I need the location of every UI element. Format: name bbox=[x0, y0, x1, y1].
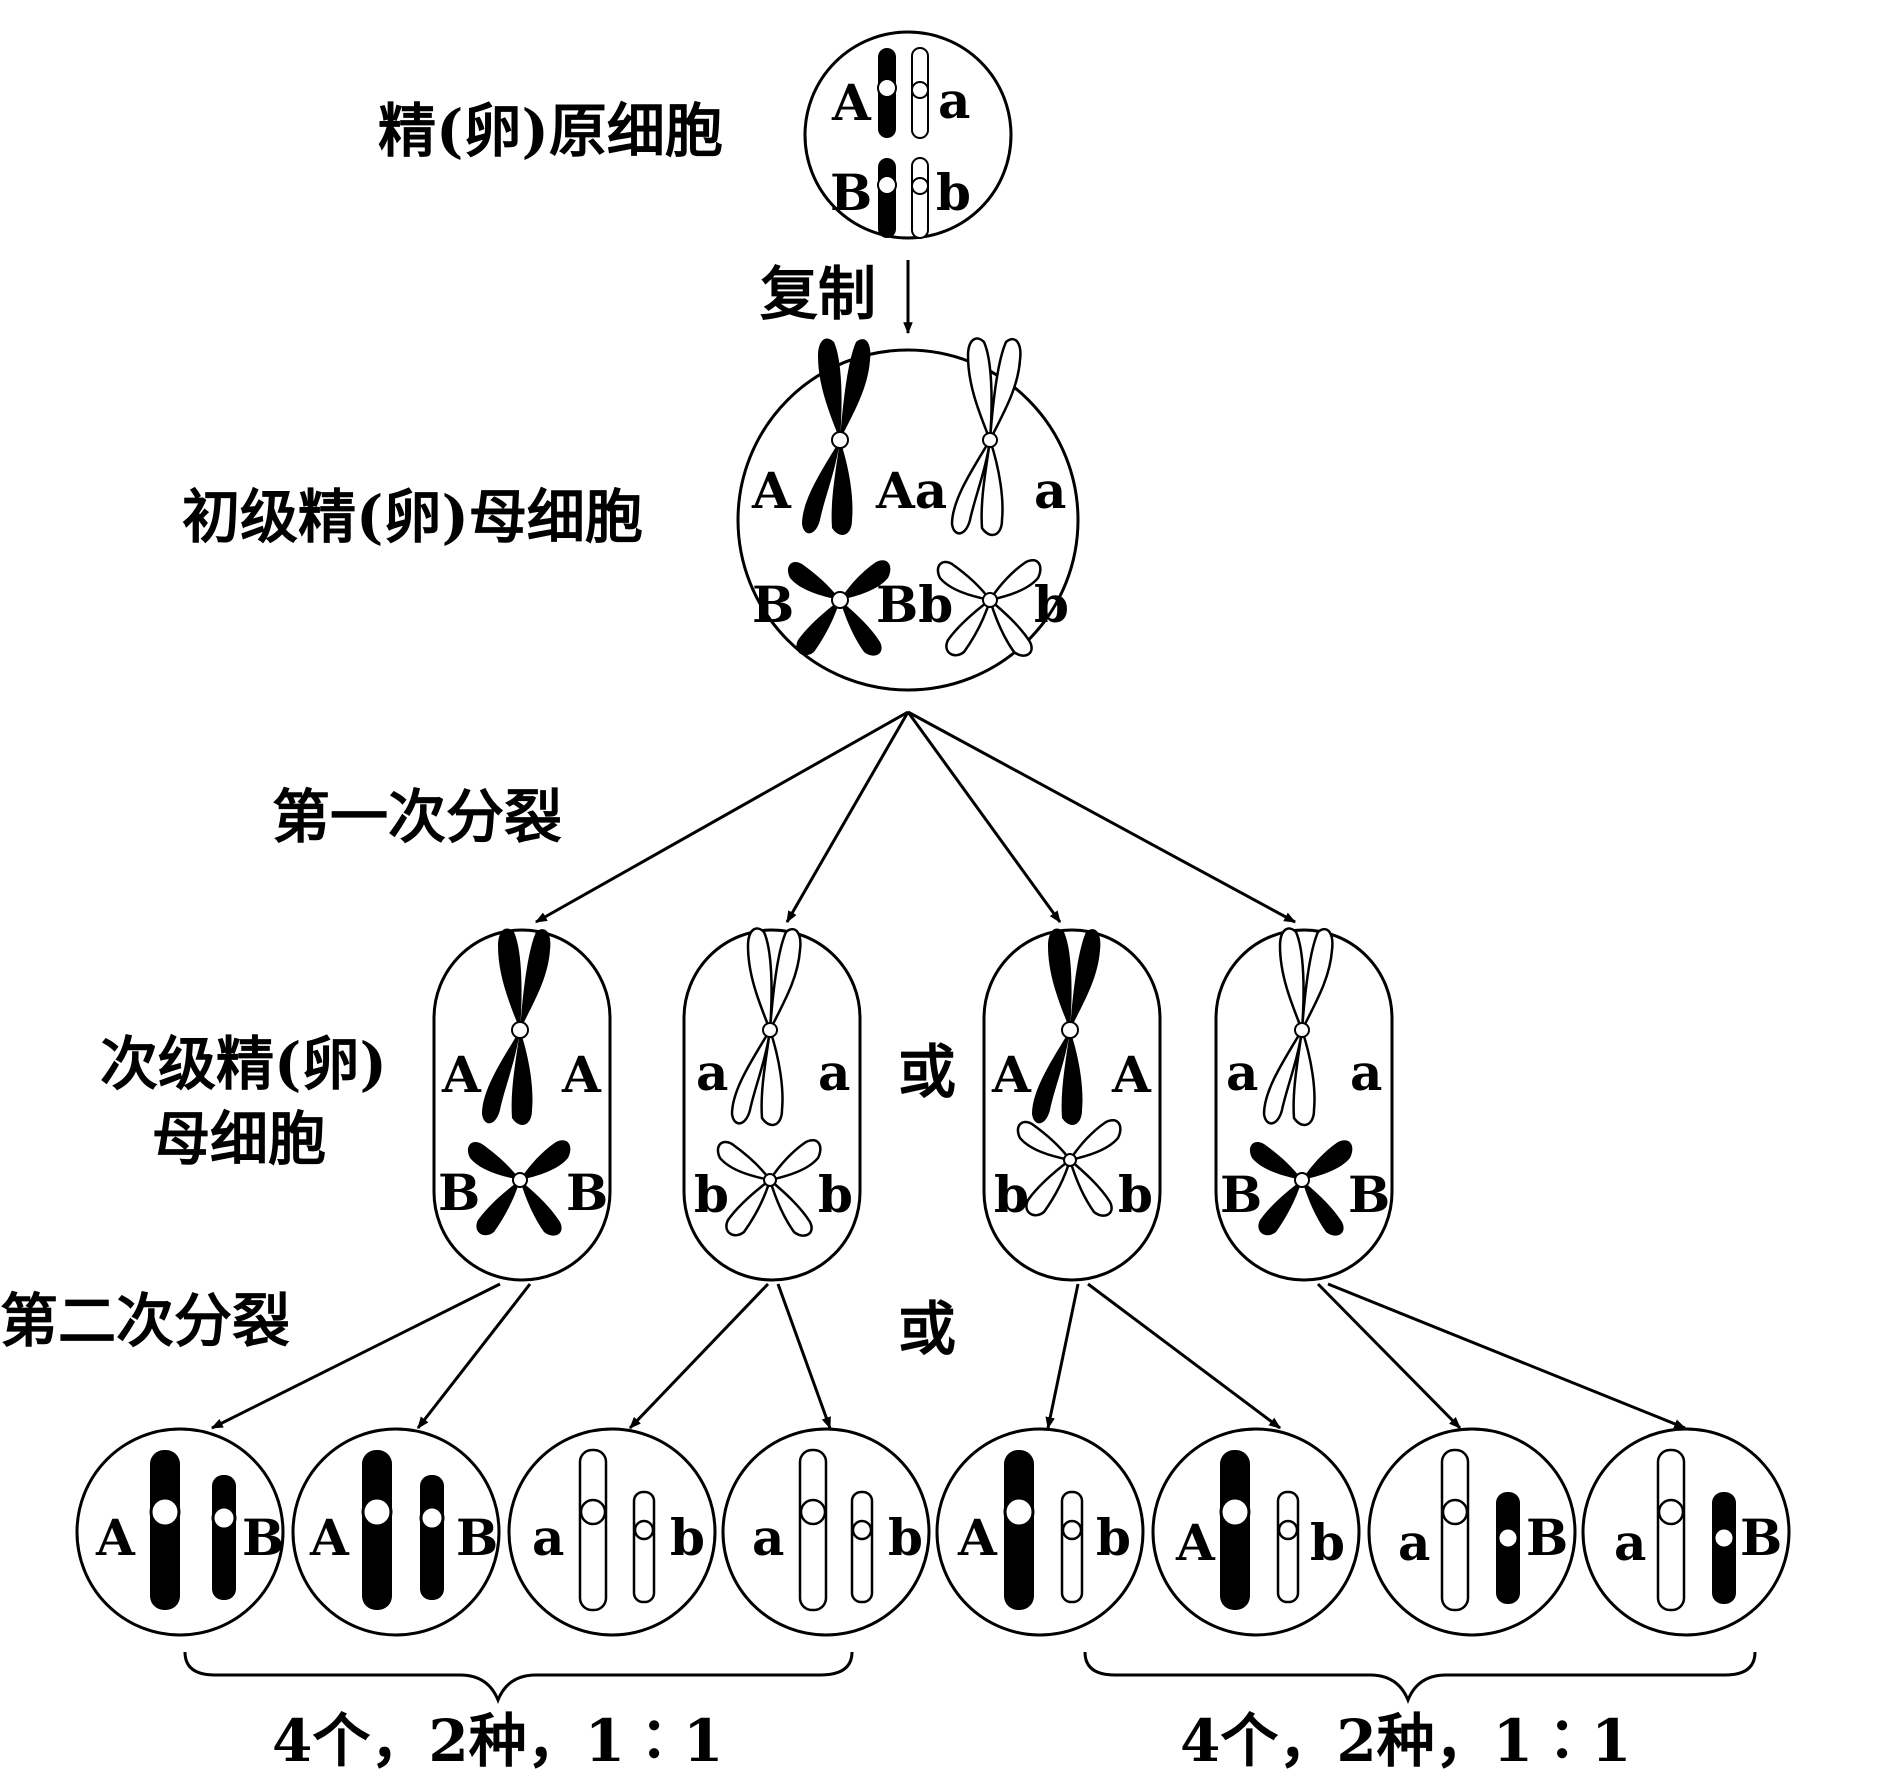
gene-label: A bbox=[751, 461, 792, 520]
gene-label: b bbox=[1096, 1508, 1131, 1567]
gene-label: B bbox=[1740, 1508, 1782, 1567]
gene-label: b bbox=[994, 1165, 1029, 1224]
gene-label: b bbox=[1118, 1165, 1153, 1224]
label-secondary-1: 次级精(卵) bbox=[100, 1030, 387, 1098]
gene-label: b bbox=[936, 163, 971, 222]
arrow-div2-5 bbox=[1045, 1283, 1080, 1430]
arrow-div2-2 bbox=[416, 1283, 532, 1429]
label-division-2: 第二次分裂 bbox=[0, 1287, 291, 1355]
gene-label: a bbox=[1034, 461, 1066, 520]
arrow-div2-1 bbox=[210, 1282, 501, 1430]
gene-label: B bbox=[242, 1508, 284, 1567]
gene-label: b bbox=[888, 1508, 923, 1567]
label-spermatogonium: 精(卵)原细胞 bbox=[378, 97, 723, 165]
gene-label: b bbox=[670, 1508, 705, 1567]
gene-label: b bbox=[694, 1165, 729, 1224]
label-or-2: 或 bbox=[898, 1295, 957, 1363]
gamete-cell: A B bbox=[75, 1427, 285, 1637]
arrow-div1-2 bbox=[785, 711, 910, 924]
brace-right bbox=[1083, 1651, 1757, 1705]
gene-label: b bbox=[1034, 575, 1069, 634]
gene-label: A bbox=[561, 1045, 602, 1104]
gamete-cell: a B bbox=[1581, 1427, 1791, 1637]
gene-label: b bbox=[818, 1165, 853, 1224]
gene-label: B bbox=[830, 163, 872, 222]
gamete-cells: A B A B a b a bbox=[75, 1427, 1791, 1637]
arrow-div2-7 bbox=[1316, 1282, 1462, 1430]
label-secondary-2: 母细胞 bbox=[152, 1105, 327, 1173]
gamete-cell: a b bbox=[507, 1427, 717, 1637]
gene-label: a bbox=[1226, 1043, 1258, 1102]
gene-label: b bbox=[1310, 1513, 1345, 1572]
gene-label: A bbox=[991, 1045, 1032, 1104]
secondary-cell-3: A A b b bbox=[982, 928, 1162, 1282]
secondary-cell-2: a a b b bbox=[682, 927, 862, 1282]
gene-label: A bbox=[441, 1045, 482, 1104]
arrow-div1-3 bbox=[906, 711, 1062, 923]
gene-label: B bbox=[438, 1163, 480, 1222]
label-division-1: 第一次分裂 bbox=[272, 783, 563, 851]
gamete-cell: a B bbox=[1367, 1427, 1577, 1637]
gene-label: Bb bbox=[876, 575, 953, 634]
secondary-cell-1: A A B B bbox=[432, 928, 612, 1282]
secondary-cell-4: a a B B bbox=[1214, 927, 1394, 1282]
spermatogonium-cell: A a B b bbox=[803, 30, 1013, 240]
gene-label: A bbox=[957, 1508, 998, 1567]
gene-label: B bbox=[456, 1508, 498, 1567]
gene-label: B bbox=[1348, 1165, 1390, 1224]
gene-label: A bbox=[95, 1508, 136, 1567]
braces bbox=[183, 1651, 1757, 1705]
result-label-left: 4个，2种，1∶1 bbox=[272, 1707, 724, 1775]
arrow-div2-8 bbox=[1327, 1282, 1687, 1430]
gene-label: A bbox=[1111, 1045, 1152, 1104]
brace-left bbox=[183, 1651, 854, 1705]
label-replication: 复制 bbox=[760, 260, 877, 328]
gamete-cell: A B bbox=[291, 1427, 501, 1637]
gene-label: A bbox=[1175, 1513, 1216, 1572]
arrows bbox=[210, 260, 1687, 1430]
gene-label: Aa bbox=[875, 461, 947, 520]
gene-label: a bbox=[1614, 1513, 1646, 1572]
result-label-right: 4个，2种，1∶1 bbox=[1180, 1707, 1632, 1775]
arrow-div2-6 bbox=[1087, 1282, 1281, 1430]
gene-label: a bbox=[752, 1508, 784, 1567]
arrow-div1-1 bbox=[534, 710, 909, 924]
gene-label: a bbox=[696, 1043, 728, 1102]
gene-label: a bbox=[1398, 1513, 1430, 1572]
gene-label: B bbox=[1220, 1165, 1262, 1224]
gene-label: B bbox=[1526, 1508, 1568, 1567]
gamete-cell: A b bbox=[1151, 1427, 1361, 1637]
gamete-cell: A b bbox=[935, 1427, 1145, 1637]
gene-label: B bbox=[752, 575, 794, 634]
arrow-div2-4 bbox=[776, 1283, 832, 1430]
gene-label: B bbox=[566, 1163, 608, 1222]
gene-label: a bbox=[818, 1043, 850, 1102]
primary-cell: A Aa a B Bb b bbox=[736, 337, 1080, 692]
gene-label: A bbox=[831, 73, 872, 132]
label-primary: 初级精(卵)母细胞 bbox=[182, 483, 643, 551]
gene-label: a bbox=[938, 71, 970, 130]
gene-label: a bbox=[532, 1508, 564, 1567]
label-or-1: 或 bbox=[898, 1038, 957, 1106]
gene-label: A bbox=[309, 1508, 350, 1567]
arrow-div2-3 bbox=[628, 1282, 770, 1430]
gene-label: a bbox=[1350, 1043, 1382, 1102]
arrow-div1-4 bbox=[907, 710, 1297, 924]
gamete-cell: a b bbox=[721, 1427, 931, 1637]
